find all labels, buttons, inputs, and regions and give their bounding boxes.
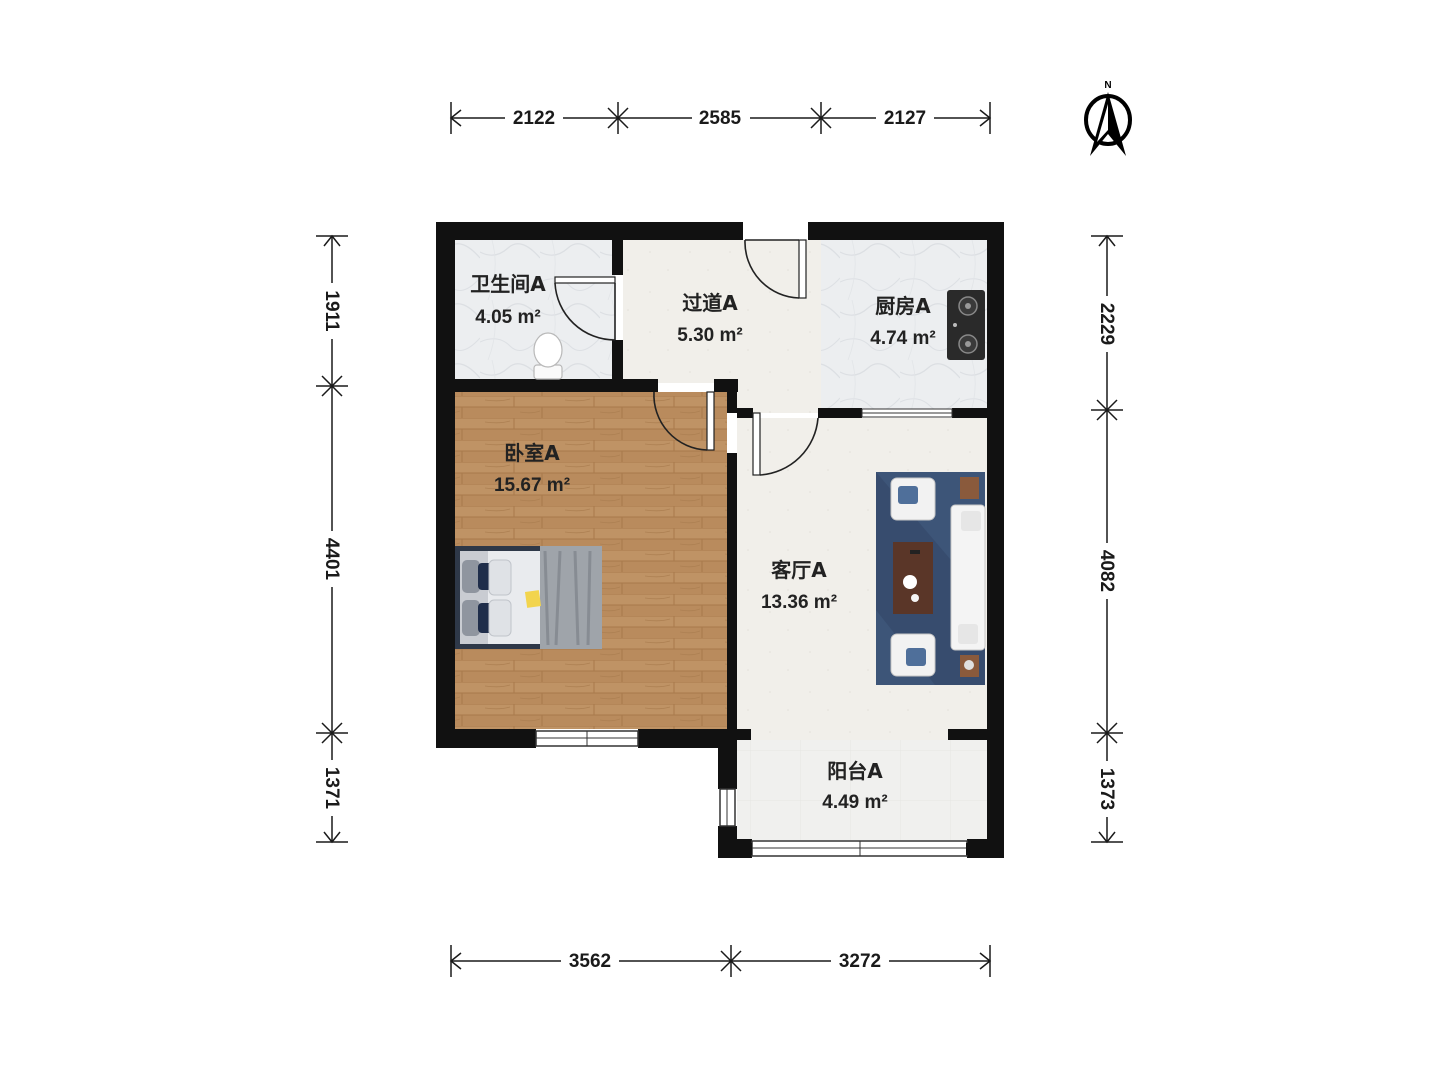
room-name-bedroom: 卧室A	[504, 441, 560, 465]
room-name-living-room: 客厅A	[770, 558, 827, 582]
room-area-balcony: 4.49 m²	[822, 792, 887, 813]
room-name-corridor: 过道A	[682, 291, 738, 315]
room-name-balcony: 阳台A	[827, 759, 883, 783]
room-area-living-room: 13.36 m²	[761, 592, 837, 613]
dim-bottom-1: 3562	[569, 951, 611, 972]
corridor-door	[744, 239, 807, 299]
room-area-bedroom: 15.67 m²	[494, 475, 570, 496]
room-name-bathroom: 卫生间A	[470, 272, 546, 296]
dim-right-2: 4082	[1096, 550, 1117, 592]
bed-icon	[455, 546, 602, 649]
room-name-kitchen: 厨房A	[875, 294, 931, 318]
dim-left-2: 4401	[321, 538, 342, 581]
sofa-set-icon	[876, 472, 986, 685]
corridor-floor	[623, 240, 821, 383]
dim-top-1: 2122	[513, 108, 555, 129]
dim-bottom-2: 3272	[839, 951, 881, 972]
dim-right-1: 2229	[1096, 303, 1117, 345]
living-room-door	[752, 412, 819, 476]
room-area-kitchen: 4.74 m²	[870, 328, 935, 349]
dim-left-1: 1911	[321, 290, 342, 332]
dimension-bottom	[449, 945, 992, 977]
dim-right-3: 1373	[1096, 768, 1117, 810]
dim-top-3: 2127	[884, 108, 926, 129]
room-area-corridor: 5.30 m²	[677, 325, 742, 346]
dim-top-2: 2585	[699, 108, 742, 129]
room-area-bathroom: 4.05 m²	[475, 307, 540, 328]
bedroom-door	[653, 391, 715, 451]
bathroom-door	[554, 276, 616, 341]
stove-icon	[947, 290, 985, 360]
north-compass-icon: N	[1084, 80, 1132, 156]
windows	[535, 408, 974, 857]
doors	[554, 239, 819, 476]
room-labels: 卫生间A 4.05 m² 过道A 5.30 m² 厨房A 4.74 m² 卧室A…	[470, 272, 935, 813]
toilet-icon	[533, 332, 563, 380]
balcony-floor	[737, 740, 987, 840]
walls	[436, 222, 1004, 858]
bathroom-floor	[455, 240, 615, 382]
dim-left-3: 1371	[321, 767, 342, 810]
north-label: N	[1104, 80, 1111, 91]
